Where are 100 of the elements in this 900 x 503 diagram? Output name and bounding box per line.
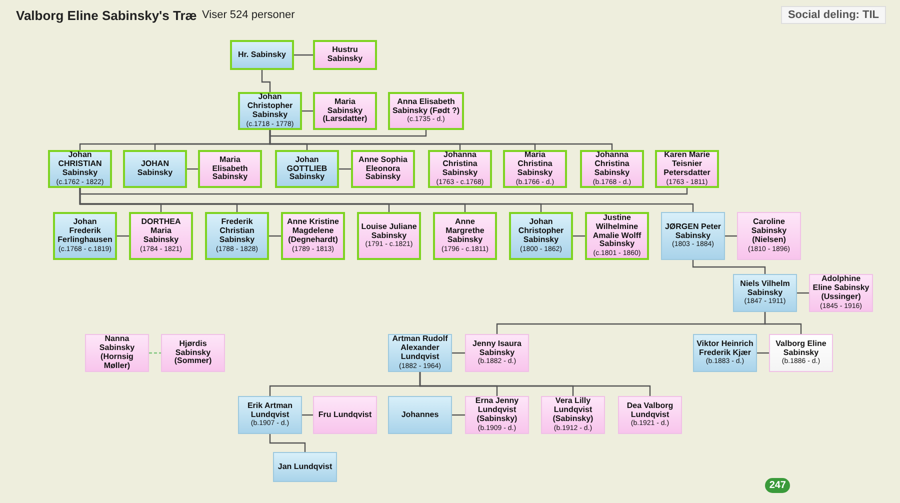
person-card xyxy=(273,452,337,482)
family-line xyxy=(187,168,198,170)
person-name: Maria Elisabeth Sabinsky xyxy=(211,156,249,182)
person-card xyxy=(238,92,302,130)
family-line xyxy=(294,54,313,56)
person-card xyxy=(281,212,345,260)
family-line xyxy=(302,110,313,112)
person-card xyxy=(48,150,112,188)
person-card xyxy=(661,212,725,260)
count-badge: 247 xyxy=(765,478,790,493)
person-name: Jan Lundqvist xyxy=(278,462,332,472)
person-name: Johanna Christina Sabinsky xyxy=(593,151,631,178)
person-name: Johan CHRISTIAN Sabinsky xyxy=(57,151,103,178)
person-name: Anna Elisabeth Sabinsky (Født ?) xyxy=(392,98,460,116)
person-card xyxy=(503,150,567,188)
person-card xyxy=(693,334,757,372)
person-card xyxy=(465,334,529,372)
person-card xyxy=(53,212,117,260)
person-name: Karen Marie Teisnier Petersdatter xyxy=(662,151,712,178)
person-name: Erna Jenny Lundqvist (Sabinsky) xyxy=(474,397,520,424)
person-card xyxy=(230,40,294,70)
person-card xyxy=(388,334,452,372)
person-card xyxy=(580,150,644,188)
person-name: Dea Valborg Lundqvist xyxy=(626,402,674,420)
person-card xyxy=(509,212,573,260)
family-line xyxy=(79,188,694,212)
family-line xyxy=(269,434,306,452)
person-name: Johanna Christina Sabinsky xyxy=(441,151,479,178)
person-name: Caroline Sabinsky (Nielsen) xyxy=(750,218,788,245)
person-name: JOHAN Sabinsky xyxy=(136,160,174,178)
person-name: Viktor Heinrich Frederik Kjær xyxy=(696,340,754,358)
person-card xyxy=(357,212,421,260)
family-line xyxy=(419,372,651,396)
person-card xyxy=(428,150,492,188)
person-name: Louise Juliane Sabinsky xyxy=(361,222,417,240)
family-line xyxy=(692,260,766,274)
family-line xyxy=(269,235,281,237)
person-name: Niels Vilhelm Sabinsky xyxy=(739,280,791,298)
person-name: Johan Christopher Sabinsky xyxy=(517,218,565,245)
family-line xyxy=(339,168,351,170)
person-count: Viser 524 personer xyxy=(202,9,295,21)
person-card xyxy=(313,92,377,130)
person-name: Jenny Isaura Sabinsky xyxy=(472,340,522,358)
person-name: Johan Christopher Sabinsky xyxy=(246,93,294,120)
family-line xyxy=(149,352,161,354)
person-name: Anne Margrethe Sabinsky xyxy=(444,218,486,245)
person-name: DORTHEA Maria Sabinsky xyxy=(140,218,182,245)
family-line xyxy=(452,414,465,416)
sharing-status: Social deling: TIL xyxy=(780,6,886,24)
tree-title: Valborg Eline Sabinsky's Træ xyxy=(16,8,197,23)
person-name: Johan Frederik Ferlinghausen xyxy=(57,218,113,245)
person-card xyxy=(238,396,302,434)
person-name: Hr. Sabinsky xyxy=(238,50,286,60)
person-card xyxy=(275,150,339,188)
person-name: Adolphine Eline Sabinsky (Ussinger) xyxy=(812,275,870,302)
person-card xyxy=(809,274,873,312)
family-line xyxy=(269,130,613,150)
person-card xyxy=(737,212,801,260)
person-card xyxy=(161,334,225,372)
family-line xyxy=(797,292,809,294)
person-card xyxy=(313,40,377,70)
person-card xyxy=(585,212,649,260)
person-card xyxy=(85,334,149,372)
person-name: Frederik Christian Sabinsky xyxy=(218,218,256,245)
person-card xyxy=(769,334,833,372)
person-card xyxy=(129,212,193,260)
person-card xyxy=(388,396,452,434)
family-line xyxy=(764,312,802,334)
person-card xyxy=(123,150,187,188)
person-card xyxy=(388,92,464,130)
person-name: Vera Lilly Lundqvist (Sabinsky) xyxy=(552,397,594,424)
family-line xyxy=(261,70,271,92)
person-name: JØRGEN Peter Sabinsky xyxy=(664,222,722,240)
person-card xyxy=(655,150,719,188)
person-name: Nanna Sabinsky (Hornsig Møller) xyxy=(98,335,136,371)
person-name: Maria Sabinsky (Larsdatter) xyxy=(322,98,368,124)
person-card xyxy=(618,396,682,434)
person-name: Artman Rudolf Alexander Lundqvist xyxy=(391,335,449,362)
person-name: Erik Artman Lundqvist xyxy=(246,402,294,420)
person-name: Justine Wilhelmine Amalie Wolff Sabinsky xyxy=(592,214,642,250)
person-name: Valborg Eline Sabinsky xyxy=(774,340,828,358)
family-line xyxy=(725,235,737,237)
family-line xyxy=(302,414,313,416)
person-card xyxy=(465,396,529,434)
family-line xyxy=(573,235,585,237)
person-card xyxy=(733,274,797,312)
person-name: Fru Lundqvist xyxy=(318,410,372,420)
person-name: Anne Sophia Eleonora Sabinsky xyxy=(358,156,408,182)
person-card xyxy=(433,212,497,260)
family-line xyxy=(117,235,129,237)
person-name: Maria Christina Sabinsky xyxy=(516,151,554,178)
person-name: Anne Kristine Magdelene (Degnehardt) xyxy=(286,218,340,245)
person-card xyxy=(198,150,262,188)
person-name: Hjørdis Sabinsky (Sommer) xyxy=(173,340,213,366)
family-line xyxy=(757,352,769,354)
family-line xyxy=(79,188,688,195)
person-name: Hustru Sabinsky xyxy=(326,46,364,64)
person-card xyxy=(205,212,269,260)
person-card xyxy=(313,396,377,434)
person-card xyxy=(541,396,605,434)
